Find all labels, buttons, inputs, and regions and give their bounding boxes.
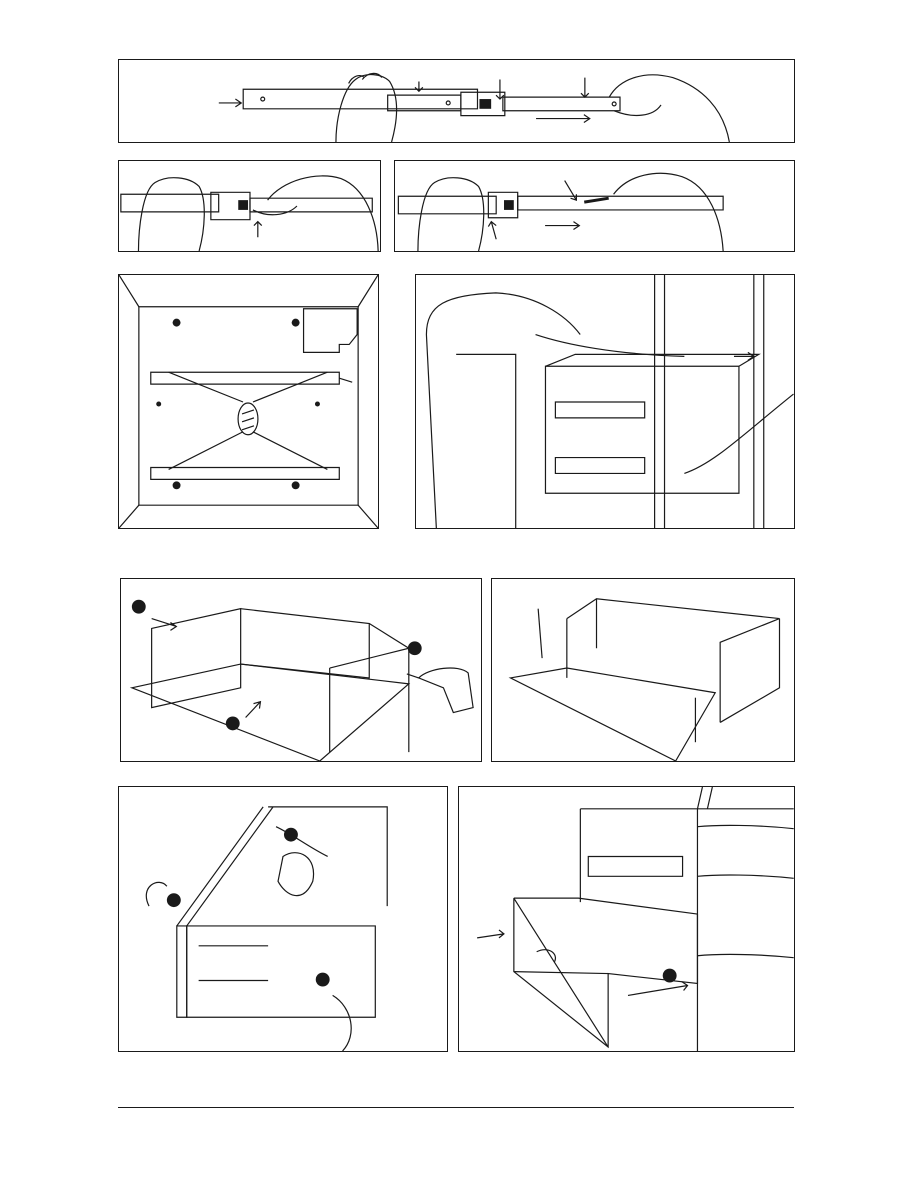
- figure-slide-separate-members: [394, 160, 795, 252]
- step-badge-icon: [316, 973, 330, 987]
- slide-rail-icon: [555, 402, 644, 418]
- step-badge-icon: [226, 716, 240, 730]
- hand-icon: [614, 173, 724, 251]
- drawer-assembly-illustration: [121, 579, 481, 761]
- step-badge-icon: [408, 641, 422, 655]
- step-badge-icon: [663, 969, 677, 983]
- figure-slide-release-lever: [118, 160, 381, 252]
- screwdriver-icon: [276, 827, 328, 857]
- drawer-front-illustration: [119, 787, 447, 1051]
- step-badge-icon: [167, 893, 181, 907]
- bracket-icon: [304, 309, 358, 353]
- figure-cabinet-install-in-frame: [415, 274, 795, 529]
- step-badge-icon: [284, 828, 298, 842]
- slide-rail-illustration: [119, 161, 380, 251]
- slide-rail-icon: [243, 89, 477, 109]
- figure-cabinet-slide-mounting: [118, 274, 379, 529]
- cabinet-icon: [545, 366, 738, 493]
- step-badge-icon: [132, 600, 146, 614]
- hand-icon: [609, 75, 729, 142]
- figure-drawer-box-bottom-panel: [491, 578, 795, 762]
- slide-rail-illustration: [119, 60, 794, 142]
- slide-rail-illustration: [395, 161, 794, 251]
- drawer-bottom-illustration: [492, 579, 794, 761]
- drill-icon: [419, 668, 473, 713]
- cabinet-install-illustration: [416, 275, 794, 528]
- cabinet-interior-illustration: [119, 275, 378, 528]
- figure-drawer-insertion: [458, 786, 795, 1052]
- figure-slide-extension-full: [118, 59, 795, 143]
- rotate-arrow-icon: [146, 882, 167, 906]
- slide-rail-icon: [555, 458, 644, 474]
- slide-rail-icon: [588, 856, 682, 876]
- footer-divider: [118, 1107, 794, 1108]
- slide-rail-icon: [151, 467, 340, 479]
- slide-rail-icon: [398, 196, 496, 214]
- screwdriver-icon: [538, 609, 542, 658]
- figure-drawer-box-assembly-drill: [120, 578, 482, 762]
- screw-icon: [238, 403, 258, 435]
- figure-drawer-front-fastening: [118, 786, 448, 1052]
- hand-icon: [138, 178, 204, 251]
- drawer-insertion-illustration: [459, 787, 794, 1051]
